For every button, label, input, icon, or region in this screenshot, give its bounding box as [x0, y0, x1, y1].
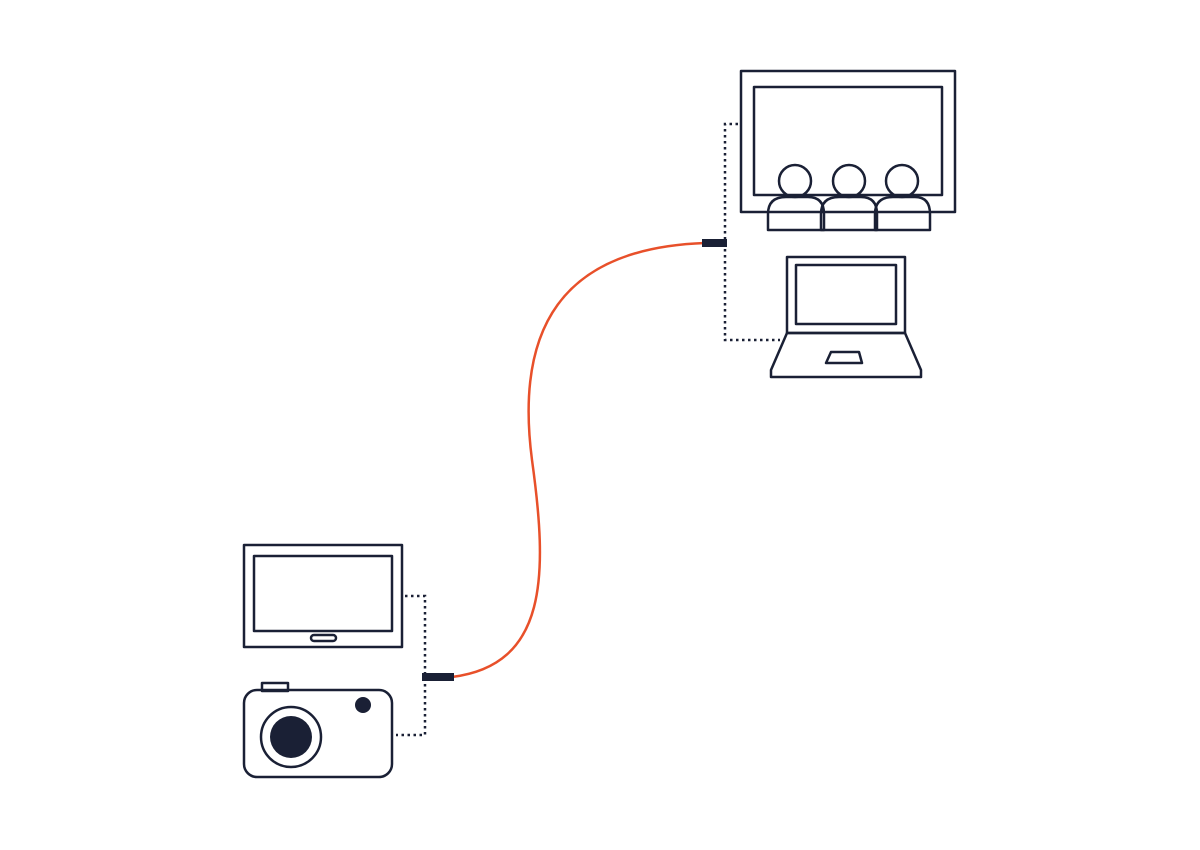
cinema-screen-audience-icon [739, 69, 957, 232]
screen-inner-panel [752, 85, 944, 197]
laptop-display [794, 263, 898, 326]
camera-body [242, 688, 394, 779]
audience-person-middle [819, 163, 879, 232]
screen-outer-frame [739, 69, 957, 214]
cable-line [450, 241, 707, 679]
laptop-touchpad [824, 350, 864, 365]
tablet-icon [242, 543, 404, 649]
camera-lens-ring [259, 705, 323, 769]
receiver-dotted-links [723, 122, 780, 342]
tablet-home-button [309, 633, 338, 643]
laptop-base [769, 331, 923, 379]
tablet-display [252, 554, 394, 633]
camera-flash [355, 697, 371, 713]
audience [766, 163, 932, 232]
audience-person-left [766, 163, 826, 232]
audience-person-right [873, 163, 932, 232]
screen-link [723, 122, 780, 342]
camera-icon [242, 681, 394, 779]
laptop-icon [769, 255, 923, 379]
tablet-body [242, 543, 404, 649]
camera-lens [270, 716, 312, 758]
receiver-connector [702, 239, 727, 247]
source-connector [422, 673, 454, 681]
